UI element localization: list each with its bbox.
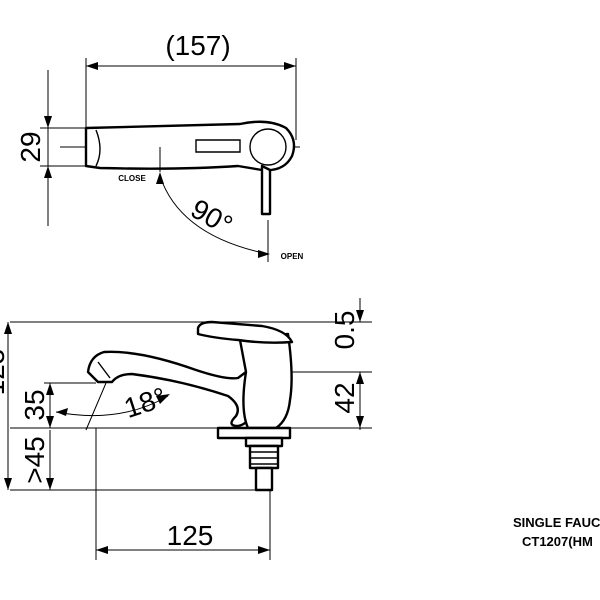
spout-aerator bbox=[97, 361, 111, 379]
dim-arrow bbox=[4, 322, 12, 334]
dim-arrow bbox=[44, 166, 52, 178]
handle-body bbox=[84, 120, 296, 172]
arc-arrow bbox=[156, 394, 170, 404]
side-view: 0.5 42 125 35 >45 125 18° bbox=[0, 298, 372, 560]
dim-arrow bbox=[96, 546, 108, 554]
faucet-spout bbox=[86, 350, 254, 428]
dim-arrow bbox=[258, 546, 270, 554]
dim-arrow bbox=[46, 383, 54, 395]
title-line-1: SINGLE FAUC bbox=[513, 515, 600, 530]
dim-arrow bbox=[86, 62, 98, 70]
faucet-lever bbox=[196, 320, 294, 344]
dim-arrow bbox=[4, 478, 12, 490]
handle-open-position bbox=[260, 164, 272, 216]
dim-arrow bbox=[356, 372, 364, 384]
spout-angle-line bbox=[85, 382, 107, 431]
arc-arrow bbox=[56, 408, 68, 416]
dim-height-label: 29 bbox=[15, 131, 46, 162]
dim-left-spout-label: 35 bbox=[19, 389, 50, 420]
dim-right-label: 42 bbox=[329, 382, 360, 413]
label-close: CLOSE bbox=[118, 174, 146, 183]
handle-lever bbox=[195, 139, 241, 153]
dim-left-below-label: >45 bbox=[19, 436, 50, 484]
angle-arc bbox=[55, 395, 169, 417]
faucet-nut bbox=[244, 436, 284, 448]
faucet-shank bbox=[248, 444, 280, 470]
faucet-inlet bbox=[254, 466, 274, 492]
dim-arrow bbox=[356, 310, 364, 322]
title-block: SINGLE FAUC CT1207(HM bbox=[513, 515, 600, 549]
arc-arrow bbox=[258, 250, 270, 258]
angle-label: 18° bbox=[120, 381, 170, 424]
label-open: OPEN bbox=[281, 252, 304, 261]
dim-arrow bbox=[284, 62, 296, 70]
top-view: (157) 29 90° CLOSE OPEN bbox=[15, 30, 304, 262]
angle-label: 90° bbox=[186, 193, 238, 241]
arc-arrow bbox=[156, 172, 164, 184]
dim-top-label: 0.5 bbox=[329, 311, 360, 350]
dim-arrow bbox=[46, 416, 54, 428]
handle-hub bbox=[249, 128, 287, 166]
dim-arrow bbox=[356, 416, 364, 428]
dim-arrow bbox=[46, 478, 54, 490]
rotation-arc bbox=[159, 175, 269, 255]
dim-width-label: (157) bbox=[165, 30, 230, 61]
dim-arrow bbox=[44, 116, 52, 128]
faucet-base bbox=[216, 426, 292, 440]
dim-bottom-label: 125 bbox=[167, 520, 214, 551]
dim-left-total-label: 125 bbox=[0, 349, 10, 396]
title-line-2: CT1207(HM bbox=[522, 534, 593, 549]
faucet-column bbox=[238, 332, 293, 430]
handle-tip-line bbox=[95, 129, 101, 167]
